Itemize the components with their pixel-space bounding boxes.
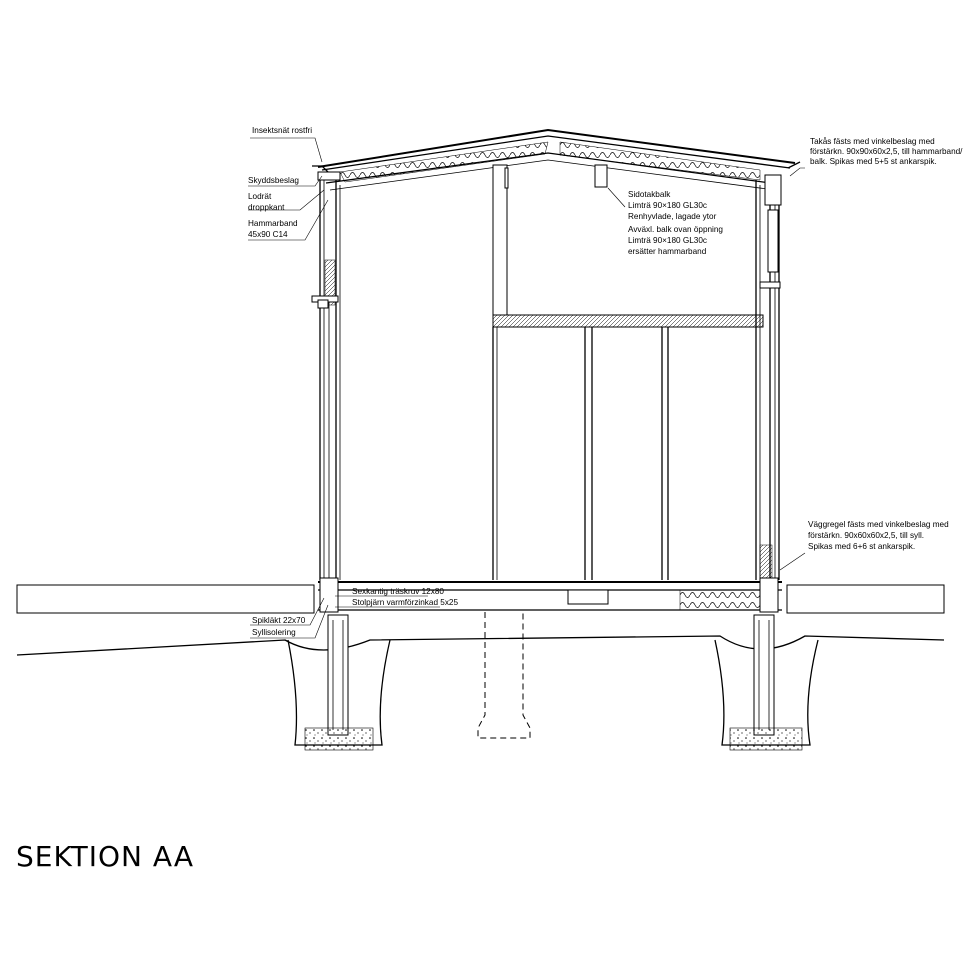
interior-structure [492, 164, 764, 580]
label-takas-1: Takås fästs med vinkelbeslag med [810, 136, 935, 146]
label-takas-2: förstärkn. 90x90x60x2,5, till hammarband… [810, 147, 963, 156]
right-wall [755, 174, 782, 586]
center-foundation-dashed [477, 612, 531, 739]
label-vaggregel-3: Spikas med 6+6 st ankarspik. [808, 542, 915, 551]
label-avvaxl-1: Avväxl. balk ovan öppning [628, 225, 723, 234]
floor [16, 577, 945, 614]
roof [312, 128, 801, 191]
label-vaggregel-2: förstärkn. 90x60x60x2,5, till syll. [808, 531, 924, 540]
right-foundation [714, 614, 819, 751]
label-hammarband-1: Hammarband [248, 219, 298, 228]
section-title: SEKTION AA [16, 840, 194, 873]
label-spiklakt: Spikläkt 22x70 [252, 616, 306, 625]
label-lodrat-1: Lodrät [248, 192, 272, 201]
label-vaggregel-1: Väggregel fästs med vinkelbeslag med [808, 520, 949, 529]
label-takas-3: balk. Spikas med 5+5 st ankarspik. [810, 157, 937, 166]
label-skyddsbeslag: Skyddsbeslag [248, 176, 299, 185]
label-avvaxl-2: Limträ 90×180 GL30c [628, 236, 707, 245]
left-wall [311, 171, 341, 580]
label-hammarband-2: 45x90 C14 [248, 230, 288, 239]
label-sidotakbalk-2: Limträ 90×180 GL30c [628, 201, 707, 210]
floor-insulation [679, 589, 761, 611]
left-wall-insulation [324, 259, 336, 306]
label-sidotakbalk-1: Sidotakbalk [628, 190, 671, 199]
annotations: Insektsnät rostfri Skyddsbeslag Lodrät d… [248, 126, 963, 637]
roof-insulation [339, 141, 549, 183]
label-stolpjarn: Stolpjärn varmförzinkad 5x25 [352, 598, 458, 607]
label-lodrat-2: droppkant [248, 203, 285, 212]
leader-lines [248, 137, 806, 639]
label-syllisolering: Syllisolering [252, 628, 296, 637]
ground [16, 635, 945, 656]
left-foundation [287, 614, 391, 751]
label-sexkantig: Sexkantig träskruv 12x80 [352, 587, 444, 596]
label-avvaxl-3: ersätter hammarband [628, 247, 707, 256]
label-insektsnat: Insektsnät rostfri [252, 126, 312, 135]
floor-beam [492, 314, 764, 328]
label-sidotakbalk-3: Renhyvlade, lagade ytor [628, 212, 717, 221]
